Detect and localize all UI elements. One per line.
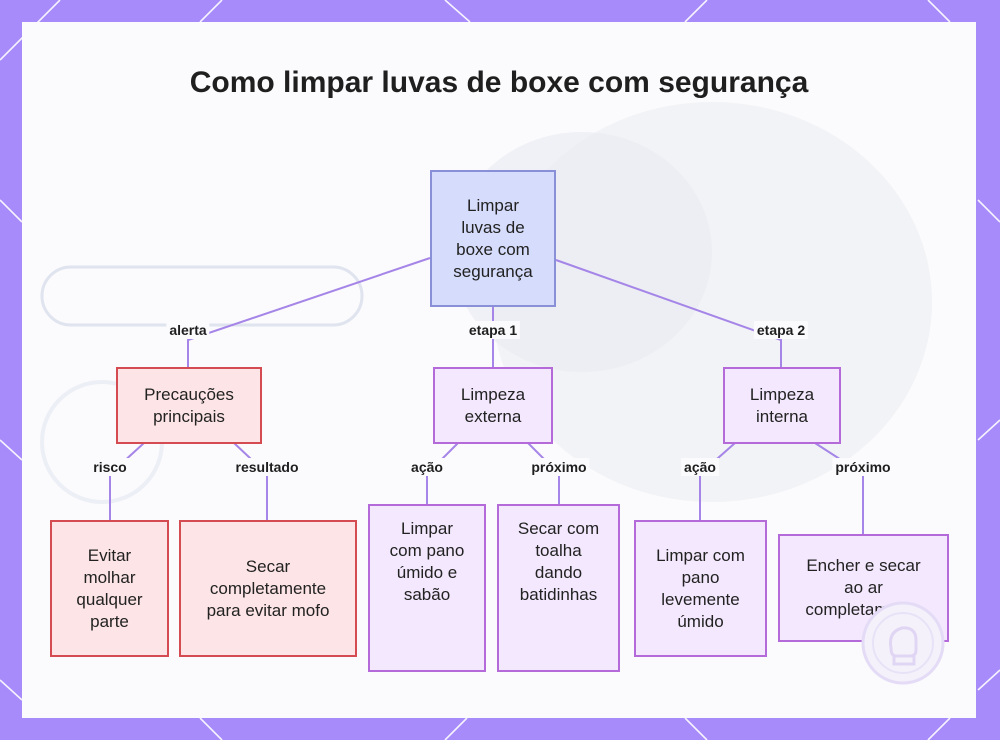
node-cloth-damp: Limpar com pano levemente úmido bbox=[634, 520, 767, 657]
edge-label-resultado: resultado bbox=[232, 458, 301, 476]
edge-label-proximo-1: próximo bbox=[528, 458, 589, 476]
edge-label-alerta: alerta bbox=[166, 321, 209, 339]
node-root: Limpar luvas de boxe com segurança bbox=[430, 170, 556, 307]
node-internal: Limpeza interna bbox=[723, 367, 841, 444]
node-cloth-soap: Limpar com pano úmido e sabão bbox=[368, 504, 486, 672]
edge-internal-fill bbox=[815, 443, 863, 534]
edge-root-internal bbox=[556, 260, 781, 367]
edge-internal-cloth bbox=[700, 443, 735, 520]
edge-label-acao-2: ação bbox=[681, 458, 719, 476]
boxing-glove-badge-icon bbox=[858, 598, 948, 688]
diagram-card: Como limpar luvas de boxe com segurança … bbox=[22, 22, 976, 718]
edge-root-precautions bbox=[188, 258, 430, 367]
edge-label-etapa-2: etapa 2 bbox=[754, 321, 808, 339]
edge-label-etapa-1: etapa 1 bbox=[466, 321, 520, 339]
edge-label-acao-1: ação bbox=[408, 458, 446, 476]
edge-precautions-avoid bbox=[110, 443, 144, 520]
edge-label-proximo-2: próximo bbox=[832, 458, 893, 476]
edge-label-risco: risco bbox=[90, 458, 129, 476]
node-avoid-wet: Evitar molhar qualquer parte bbox=[50, 520, 169, 657]
node-dry-mold: Secar completamente para evitar mofo bbox=[179, 520, 357, 657]
node-external: Limpeza externa bbox=[433, 367, 553, 444]
node-towel: Secar com toalha dando batidinhas bbox=[497, 504, 620, 672]
node-precautions: Precauções principais bbox=[116, 367, 262, 444]
edge-precautions-dry bbox=[234, 443, 267, 520]
